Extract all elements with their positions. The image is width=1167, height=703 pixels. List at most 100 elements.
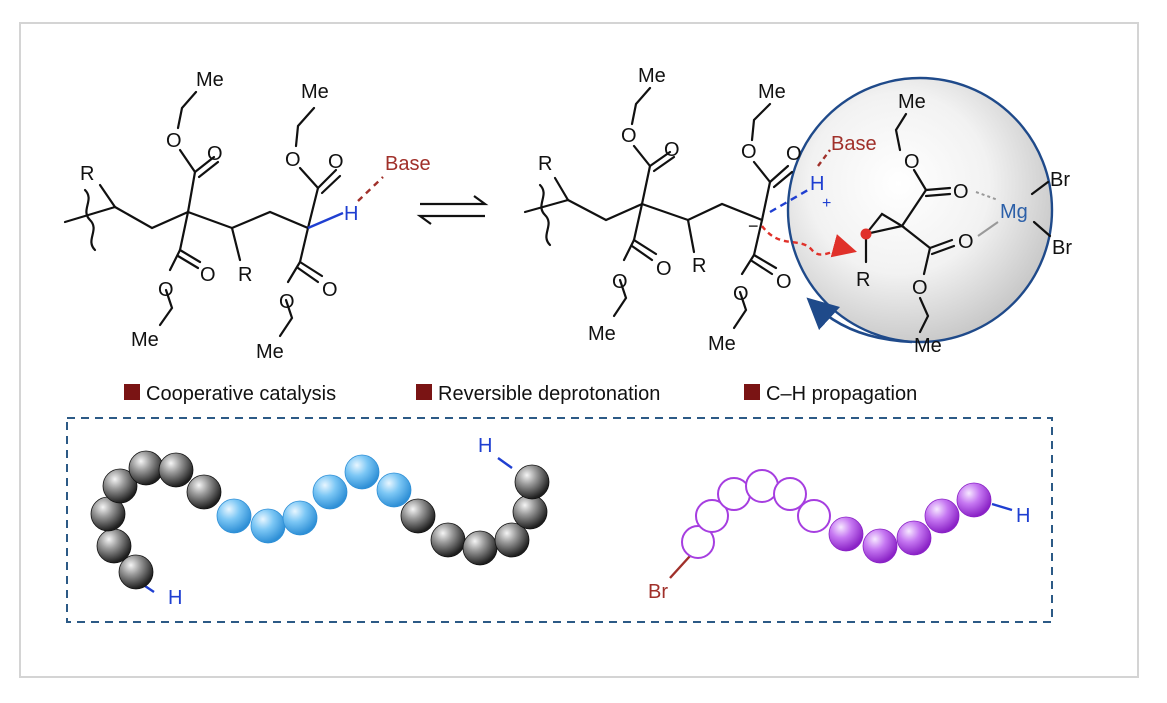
grey-bead bbox=[494, 522, 530, 558]
left-o-7: O bbox=[322, 279, 338, 301]
left-r-2: R bbox=[238, 264, 252, 286]
polymer-schematic-box bbox=[66, 417, 1053, 623]
grey-bead bbox=[514, 464, 550, 500]
left-base-dash bbox=[357, 176, 384, 202]
grey-bead bbox=[128, 450, 164, 486]
cyclopropane-complex bbox=[863, 112, 1052, 334]
open-purple-bead bbox=[745, 469, 779, 503]
grey-bead bbox=[462, 530, 498, 566]
left-r-1: R bbox=[80, 163, 94, 185]
blue-bead bbox=[376, 472, 412, 508]
blue-bead bbox=[250, 508, 286, 544]
left-o-1: O bbox=[166, 130, 182, 152]
right-me-top-1: Me bbox=[638, 65, 666, 87]
legend-label-1: Cooperative catalysis bbox=[146, 383, 336, 405]
left-chain-h-bottom: H bbox=[168, 587, 182, 609]
right-c-h-dash bbox=[769, 188, 809, 214]
left-end-bond-top bbox=[497, 457, 513, 469]
right-o-1: O bbox=[621, 125, 637, 147]
sphere-o-4: O bbox=[912, 277, 928, 299]
grey-bead bbox=[118, 554, 154, 590]
legend-label-3: C–H propagation bbox=[766, 383, 917, 405]
catalyst-sphere bbox=[786, 76, 1054, 344]
sphere-br-2: Br bbox=[1052, 237, 1072, 259]
reactive-carbon-dot bbox=[860, 228, 872, 240]
right-minus: − bbox=[748, 216, 759, 236]
grey-bead bbox=[158, 452, 194, 488]
legend-square-2 bbox=[416, 384, 432, 400]
mg-coordination-2 bbox=[977, 221, 999, 237]
purple-bead bbox=[862, 528, 898, 564]
mg-coordination-1 bbox=[975, 191, 999, 201]
left-o-4: O bbox=[328, 151, 344, 173]
open-purple-bead bbox=[797, 499, 831, 533]
left-o-5: O bbox=[200, 264, 216, 286]
left-o-2: O bbox=[207, 143, 223, 165]
left-c-h-bond bbox=[307, 211, 344, 230]
right-base-dash bbox=[817, 149, 831, 167]
left-me-bot-2: Me bbox=[256, 341, 284, 363]
purple-bead bbox=[896, 520, 932, 556]
left-o-6: O bbox=[158, 279, 174, 301]
right-chain-h: H bbox=[1016, 505, 1030, 527]
left-o-3: O bbox=[285, 149, 301, 171]
left-copolymer bbox=[90, 450, 550, 593]
sphere-r: R bbox=[856, 269, 870, 291]
right-r-2: R bbox=[692, 255, 706, 277]
blue-bead bbox=[282, 500, 318, 536]
right-o-8: O bbox=[733, 283, 749, 305]
wavy-bond bbox=[83, 188, 97, 252]
left-h: H bbox=[344, 203, 358, 225]
purple-bead bbox=[956, 482, 992, 518]
sphere-o-2: O bbox=[953, 181, 969, 203]
left-molecule bbox=[63, 90, 342, 338]
right-me-bot-1: Me bbox=[588, 323, 616, 345]
equilibrium-arrows bbox=[416, 195, 489, 225]
right-base: Base bbox=[831, 133, 877, 155]
left-me-bot-1: Me bbox=[131, 329, 159, 351]
grey-bead bbox=[186, 474, 222, 510]
purple-bead bbox=[924, 498, 960, 534]
open-purple-bead bbox=[773, 477, 807, 511]
sphere-me-bot: Me bbox=[914, 335, 942, 357]
open-purple-bead bbox=[681, 525, 715, 559]
sphere-arrow bbox=[806, 297, 913, 344]
sphere-mg: Mg bbox=[1000, 201, 1028, 223]
legend-square-3 bbox=[744, 384, 760, 400]
right-o-2: O bbox=[664, 139, 680, 161]
right-h: H bbox=[810, 173, 824, 195]
grey-bead bbox=[430, 522, 466, 558]
h-end-bond-right bbox=[991, 502, 1013, 512]
left-o-8: O bbox=[279, 291, 295, 313]
legend: Cooperative catalysis Reversible deproto… bbox=[124, 383, 917, 405]
grey-bead bbox=[400, 498, 436, 534]
left-me-top-2: Me bbox=[301, 81, 329, 103]
right-o-3: O bbox=[741, 141, 757, 163]
purple-bead bbox=[828, 516, 864, 552]
right-o-7: O bbox=[776, 271, 792, 293]
blue-bead bbox=[216, 498, 252, 534]
grey-bead bbox=[96, 528, 132, 564]
right-me-bot-2: Me bbox=[708, 333, 736, 355]
blue-bead bbox=[312, 474, 348, 510]
grey-bead bbox=[512, 494, 548, 530]
open-purple-bead bbox=[695, 499, 729, 533]
sphere-br-1: Br bbox=[1050, 169, 1070, 191]
legend-label-2: Reversible deprotonation bbox=[438, 383, 660, 405]
open-purple-bead bbox=[717, 477, 751, 511]
right-molecule bbox=[523, 86, 794, 330]
left-chain-h-top: H bbox=[478, 435, 492, 457]
sphere-me-top: Me bbox=[898, 91, 926, 113]
right-chain-br: Br bbox=[648, 581, 668, 603]
right-plus: + bbox=[822, 195, 831, 212]
sphere-o-3: O bbox=[958, 231, 974, 253]
grey-bead bbox=[102, 468, 138, 504]
left-me-top-1: Me bbox=[196, 69, 224, 91]
right-wavy-bond bbox=[538, 183, 552, 247]
legend-square-1 bbox=[124, 384, 140, 400]
right-me-top-2: Me bbox=[758, 81, 786, 103]
sphere-o-1: O bbox=[904, 151, 920, 173]
right-polymer bbox=[669, 469, 1013, 579]
right-o-4: O bbox=[786, 143, 802, 165]
blue-bead bbox=[344, 454, 380, 490]
